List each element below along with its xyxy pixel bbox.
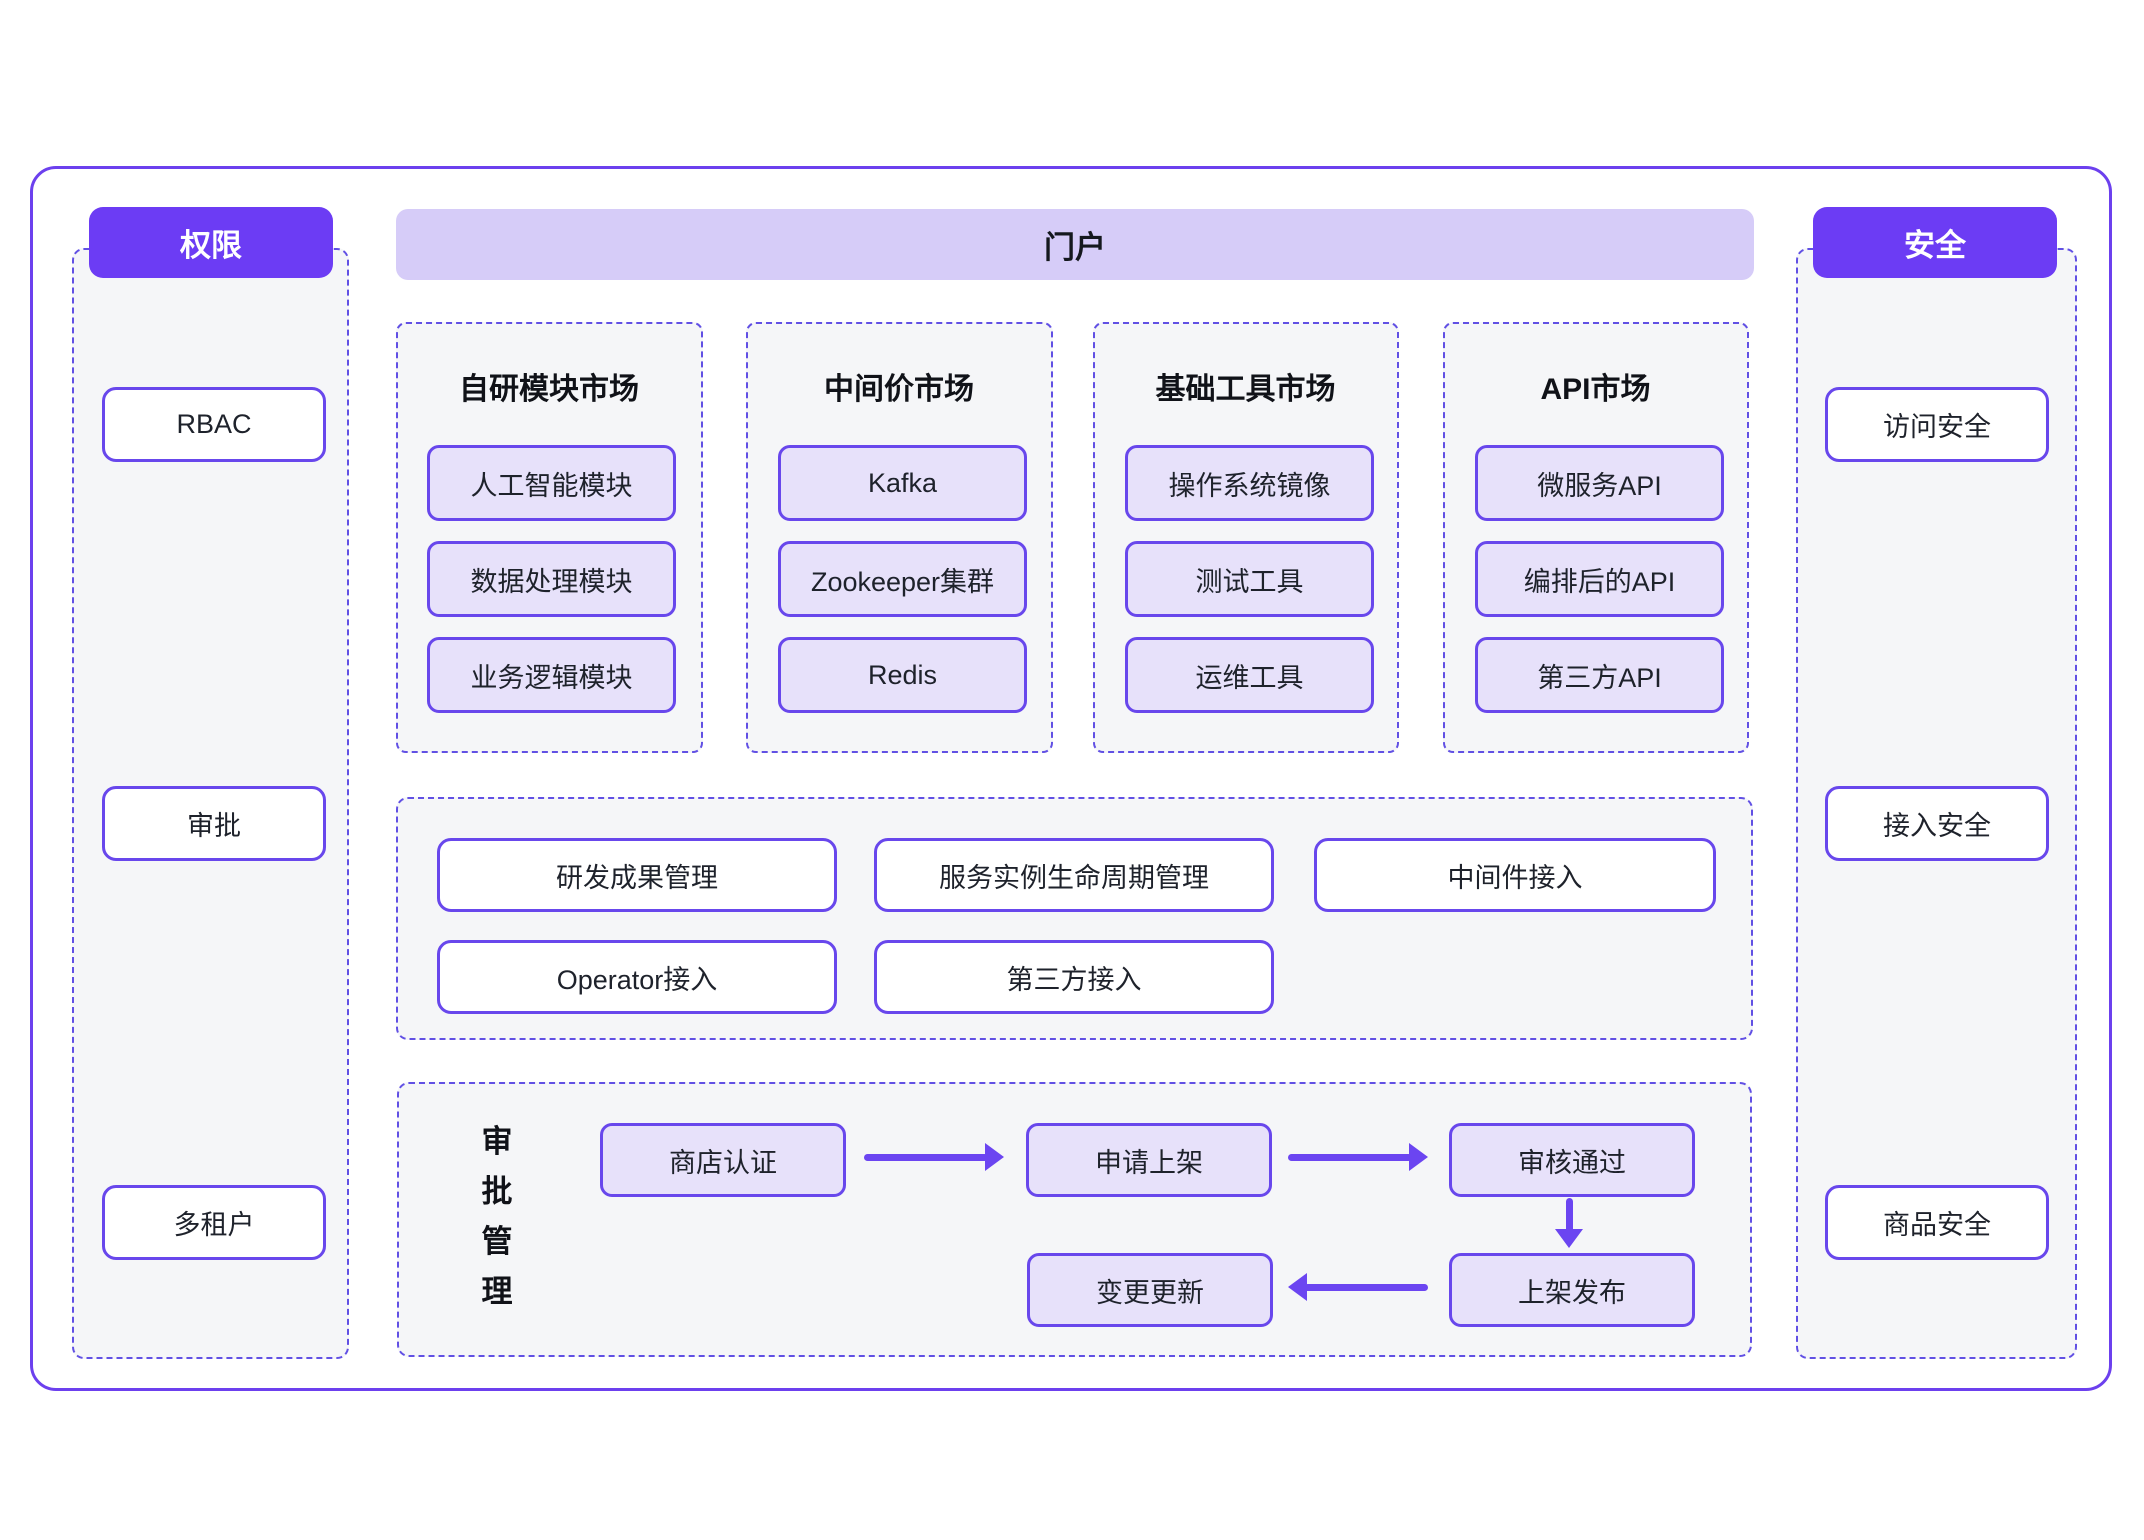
- approval-step-label: 审核通过: [1518, 1147, 1626, 1178]
- market-title-label: 中间价市场: [824, 373, 974, 406]
- permissions-header-label: 权限: [180, 228, 242, 263]
- approval-step-approved: 审核通过: [1449, 1123, 1695, 1197]
- security-item-label: 商品安全: [1883, 1210, 1991, 1240]
- market-chip-label: Zookeeper集群: [810, 566, 995, 597]
- market-chip-label: 人工智能模块: [470, 470, 633, 501]
- market-chip: Kafka: [778, 445, 1027, 521]
- market-title: 自研模块市场: [396, 358, 702, 414]
- market-chip-label: 数据处理模块: [470, 566, 633, 597]
- market-chip-label: 微服务API: [1537, 470, 1662, 501]
- market-chip: Zookeeper集群: [778, 541, 1027, 617]
- management-box: 研发成果管理: [437, 838, 837, 912]
- market-chip: 操作系统镜像: [1125, 445, 1374, 521]
- market-chip: 业务逻辑模块: [427, 637, 676, 713]
- approval-step-label: 变更更新: [1096, 1277, 1204, 1308]
- market-chip-label: 操作系统镜像: [1168, 470, 1331, 501]
- permissions-item-label: 审批: [187, 811, 241, 841]
- portal-header: 门户: [396, 209, 1754, 280]
- arrow-right-icon: [1288, 1143, 1428, 1171]
- permissions-item-approval: 审批: [102, 786, 326, 861]
- approval-step-label: 申请上架: [1095, 1147, 1203, 1178]
- market-chip-label: 编排后的API: [1523, 566, 1676, 597]
- approval-step-update: 变更更新: [1027, 1253, 1273, 1327]
- security-item-label: 接入安全: [1883, 811, 1991, 841]
- security-header-label: 安全: [1904, 228, 1966, 263]
- market-chip: Redis: [778, 637, 1027, 713]
- management-box-label: 服务实例生命周期管理: [939, 862, 1209, 893]
- approval-section-label-text: 审批管理: [481, 1124, 513, 1309]
- security-item-integration: 接入安全: [1825, 786, 2049, 861]
- permissions-item-multitenant: 多租户: [102, 1185, 326, 1260]
- permissions-header: 权限: [89, 207, 333, 278]
- security-header: 安全: [1813, 207, 2057, 278]
- approval-step-publish: 上架发布: [1449, 1253, 1695, 1327]
- approval-step-certify: 商店认证: [600, 1123, 846, 1197]
- market-chip: 微服务API: [1475, 445, 1724, 521]
- market-title: API市场: [1443, 358, 1748, 414]
- market-title: 中间价市场: [746, 358, 1052, 414]
- arrow-left-icon: [1288, 1273, 1428, 1301]
- approval-step-label: 上架发布: [1518, 1277, 1626, 1308]
- market-chip: 数据处理模块: [427, 541, 676, 617]
- management-box-label: 第三方接入: [1006, 964, 1142, 995]
- market-chip-label: 测试工具: [1195, 566, 1304, 597]
- market-title: 基础工具市场: [1093, 358, 1398, 414]
- market-chip: 测试工具: [1125, 541, 1374, 617]
- market-chip: 运维工具: [1125, 637, 1374, 713]
- market-title-label: 基础工具市场: [1155, 373, 1336, 406]
- approval-step-label: 商店认证: [669, 1147, 777, 1178]
- management-box-label: 中间件接入: [1447, 862, 1583, 893]
- management-box: 服务实例生命周期管理: [874, 838, 1274, 912]
- permissions-item-label: 多租户: [173, 1210, 255, 1240]
- market-chip: 第三方API: [1475, 637, 1724, 713]
- market-title-label: API市场: [1540, 373, 1651, 406]
- management-box-label: 研发成果管理: [556, 862, 718, 893]
- security-item-label: 访问安全: [1883, 412, 1991, 442]
- permissions-item-rbac: RBAC: [102, 387, 326, 462]
- permissions-item-label: RBAC: [176, 409, 252, 439]
- market-chip: 编排后的API: [1475, 541, 1724, 617]
- security-item-access: 访问安全: [1825, 387, 2049, 462]
- approval-section-label: 审批管理: [477, 1117, 517, 1317]
- portal-title: 门户: [1044, 230, 1106, 265]
- market-chip-label: 业务逻辑模块: [470, 662, 633, 693]
- market-chip-label: 第三方API: [1537, 662, 1662, 693]
- security-item-goods: 商品安全: [1825, 1185, 2049, 1260]
- management-box: Operator接入: [437, 940, 837, 1014]
- approval-step-apply: 申请上架: [1026, 1123, 1272, 1197]
- arrow-down-icon: [1555, 1198, 1583, 1248]
- market-chip-label: Kafka: [867, 467, 938, 498]
- market-title-label: 自研模块市场: [459, 373, 639, 406]
- arrow-right-icon: [864, 1143, 1004, 1171]
- market-chip-label: Redis: [867, 659, 938, 690]
- market-chip: 人工智能模块: [427, 445, 676, 521]
- management-box: 第三方接入: [874, 940, 1274, 1014]
- management-box-label: Operator接入: [556, 964, 718, 995]
- management-box: 中间件接入: [1314, 838, 1716, 912]
- market-chip-label: 运维工具: [1195, 662, 1304, 693]
